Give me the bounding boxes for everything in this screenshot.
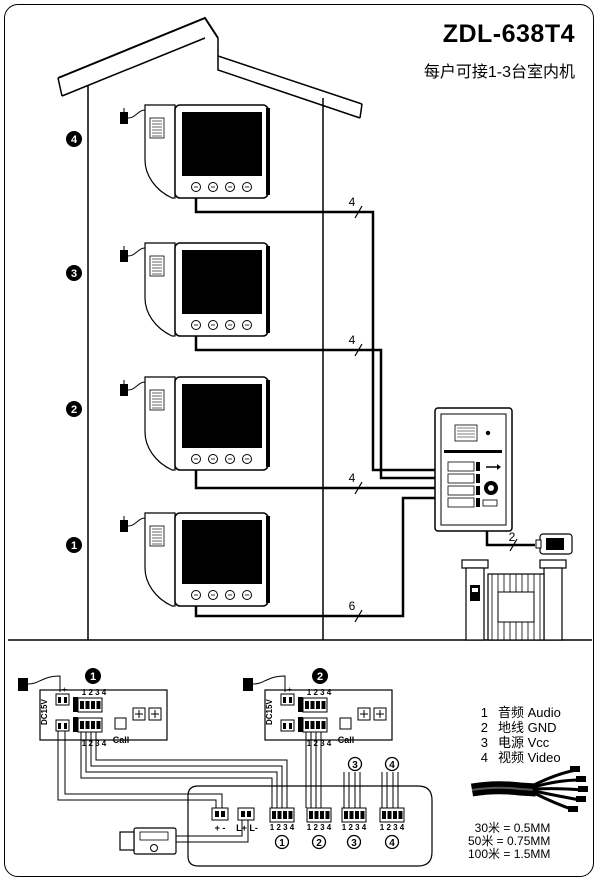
unit-2-badge: 2 <box>317 671 323 683</box>
box-port-1-badge: 1 <box>279 838 285 849</box>
box-port-2-badge: 2 <box>316 838 322 849</box>
unit-badges <box>85 668 328 684</box>
floor-badge-3 <box>66 265 82 281</box>
legend-row: 4 视频 Video <box>474 750 561 765</box>
unit-2-pins-top: 1 2 3 4 <box>307 688 332 697</box>
unit-1-power-pins: - + <box>57 685 67 694</box>
unit-1-call-label: Call <box>113 735 130 745</box>
monitor-unit-1-terminals: DC15V - + 1 2 3 4 1 2 3 4 Call <box>39 685 168 748</box>
box-port-1-pins: 1 2 3 4 <box>270 823 295 832</box>
legend-number: 2 <box>480 720 488 735</box>
wire-count-camera: 2 <box>509 530 516 544</box>
riser-cables <box>194 198 535 618</box>
unit-1-pins-bottom: 1 2 3 4 <box>82 739 107 748</box>
box-power-in-label: + - <box>215 823 226 833</box>
wire-count-floor-1: 6 <box>349 599 356 613</box>
unit-2-power-pins: - + <box>282 685 292 694</box>
wire-count-floor-3: 4 <box>349 333 356 347</box>
indoor-monitor-floor-2 <box>119 376 271 471</box>
unit-1-pins-top: 1 2 3 4 <box>82 688 107 697</box>
monitor-unit-2-terminals: DC15V - + 1 2 3 4 1 2 3 4 Call <box>264 685 393 748</box>
floor-label-4: 4 <box>71 134 78 146</box>
electric-lock <box>119 827 177 855</box>
box-port-3-badge: 3 <box>351 838 357 849</box>
wire-count-floor-2: 4 <box>349 471 356 485</box>
floor-labels: 4 3 2 1 <box>66 131 82 553</box>
floor-badge-2 <box>66 401 82 417</box>
legend-text: 音频 Audio <box>498 705 561 720</box>
distribution-box <box>187 785 433 867</box>
camera-unit <box>535 533 573 555</box>
box-port-3-pins: 1 2 3 4 <box>342 823 367 832</box>
model-title: ZDL-638T4 <box>442 20 575 48</box>
indoor-monitor-floor-3 <box>119 242 271 337</box>
outdoor-door-station <box>434 407 513 532</box>
legend-number: 4 <box>480 750 488 765</box>
unit-1-power-label: DC15V <box>40 699 49 725</box>
unit-2-power-label: DC15V <box>265 699 274 725</box>
floor-label-3: 3 <box>71 268 77 280</box>
box-port-badges <box>274 756 400 850</box>
floor-badge-1 <box>66 537 82 553</box>
wire-legend: 1 音频 Audio 2 地线 GND 3 电源 Vcc 4 视频 Video <box>474 705 561 765</box>
cable-illustration <box>470 766 588 812</box>
legend-row: 2 地线 GND <box>474 720 561 735</box>
extra-port-4-badge: 4 <box>389 760 395 771</box>
cable-slash-marks <box>354 205 518 623</box>
box-port-2-pins: 1 2 3 4 <box>307 823 332 832</box>
legend-text: 电源 Vcc <box>498 735 550 750</box>
unit-2-pins-bottom: 1 2 3 4 <box>307 739 332 748</box>
box-lock-out-label: L+ L- <box>236 823 258 833</box>
floor-label-2: 2 <box>71 404 77 416</box>
unit-wiring <box>57 731 399 843</box>
gate <box>461 559 567 641</box>
page-border <box>4 4 594 877</box>
model-subtitle: 每户可接1-3台室内机 <box>423 64 575 81</box>
extra-port-3-badge: 3 <box>352 760 358 771</box>
cable-spec-line: 100米 = 1.5MM <box>468 847 551 861</box>
unit-2-call-label: Call <box>338 735 355 745</box>
wire-count-floor-4: 4 <box>349 195 356 209</box>
unit-1-badge: 1 <box>90 671 96 683</box>
legend-row: 1 音频 Audio <box>474 705 561 720</box>
legend-row: 3 电源 Vcc <box>474 735 561 750</box>
cable-spec-line: 30米 = 0.5MM <box>474 821 551 835</box>
legend-text: 地线 GND <box>498 720 557 735</box>
floor-label-1: 1 <box>71 540 77 552</box>
indoor-monitor-floor-4 <box>119 104 271 199</box>
legend-number: 3 <box>480 735 488 750</box>
building <box>8 16 592 641</box>
unit-power-adapters <box>18 675 286 692</box>
legend-text: 视频 Video <box>498 750 561 765</box>
box-port-4-badge: 4 <box>389 838 395 849</box>
legend-number: 1 <box>480 705 488 720</box>
indoor-monitor-floor-1 <box>119 512 271 607</box>
cable-spec-line: 50米 = 0.75MM <box>468 834 551 848</box>
box-port-4-pins: 1 2 3 4 <box>380 823 405 832</box>
floor-badge-4 <box>66 131 82 147</box>
